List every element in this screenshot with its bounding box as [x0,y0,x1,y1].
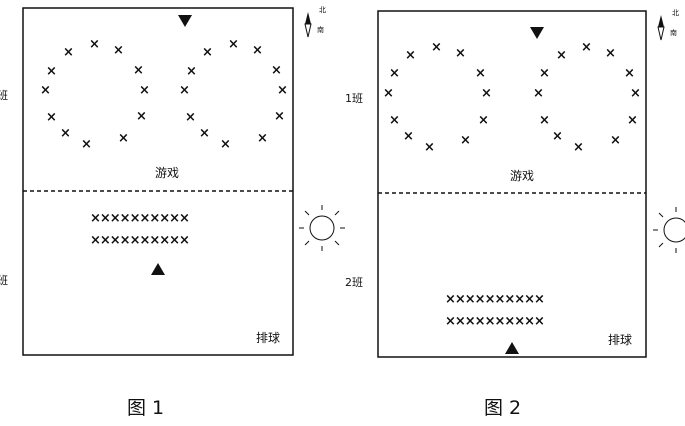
student-mark: × [605,46,616,61]
game-circle-left: × × × × × × × × × × × × [383,40,492,155]
student-row: ×××××××××× [445,314,544,329]
student-mark: × [63,45,74,60]
student-mark: × [431,40,442,55]
class-label-1: 1班 [0,89,8,102]
student-mark: × [133,63,144,78]
student-mark: × [228,37,239,52]
game-circle-right: × × × × × × × × × × × × [179,37,288,152]
student-mark: × [113,43,124,58]
student-mark: × [179,83,190,98]
sun-icon [653,207,685,253]
student-mark: × [60,126,71,141]
game-circle-left: × × × × × × × × × × × × [40,37,150,152]
zone-label-volleyball: 排球 [256,331,280,345]
field-boundary [377,10,647,358]
student-mark: × [186,64,197,79]
student-mark: × [573,140,584,155]
student-row: ×××××××××× [90,233,189,248]
student-mark: × [533,86,544,101]
student-mark: × [475,66,486,81]
class-label-2: 2班 [345,276,363,289]
student-mark: × [389,66,400,81]
student-mark: × [455,46,466,61]
student-mark: × [610,133,621,148]
student-row: ×××××××××× [90,211,189,226]
game-circle-right: × × × × × × × × × × × × [533,40,641,155]
student-mark: × [46,110,57,125]
student-mark: × [552,129,563,144]
class-label-2: 2班 [0,274,8,287]
student-mark: × [220,137,231,152]
sun-icon [299,205,345,251]
student-row: ×××××××××× [445,292,544,307]
compass-south: 南 [670,28,677,37]
compass-north: 北 [319,6,326,14]
student-mark: × [46,64,57,79]
student-mark: × [624,66,635,81]
student-mark: × [424,140,435,155]
field-boundary [22,7,294,356]
student-mark: × [202,45,213,60]
compass-icon: 北 南 [657,9,679,41]
figure-caption: 图 2 [484,397,521,419]
student-mark: × [403,129,414,144]
compass-icon: 北 南 [304,6,326,38]
student-mark: × [185,110,196,125]
student-mark: × [271,63,282,78]
figure-1: × × × × × × × × × × × × × × × × × × × × … [0,7,294,419]
figure-caption: 图 1 [127,397,164,419]
student-mark: × [81,137,92,152]
class-label-1: 1班 [345,92,363,105]
student-mark: × [139,83,150,98]
student-mark: × [630,86,641,101]
student-mark: × [383,86,394,101]
compass-north: 北 [672,9,679,17]
figure-2: × × × × × × × × × × × × × × × × × × × × … [345,10,647,419]
student-mark: × [539,66,550,81]
student-mark: × [581,40,592,55]
student-mark: × [389,113,400,128]
compass-south: 南 [317,25,324,34]
student-mark: × [252,43,263,58]
student-mark: × [274,109,285,124]
student-mark: × [257,131,268,146]
teacher-marker [178,15,192,27]
student-mark: × [89,37,100,52]
zone-label-volleyball: 排球 [608,333,632,347]
student-mark: × [478,113,489,128]
student-mark: × [627,113,638,128]
teacher-marker [530,27,544,39]
student-mark: × [460,133,471,148]
student-mark: × [539,113,550,128]
teacher-marker [505,342,519,354]
student-mark: × [556,48,567,63]
student-mark: × [40,83,51,98]
teacher-marker [151,263,165,275]
zone-label-game: 游戏 [510,169,534,183]
student-mark: × [136,109,147,124]
student-mark: × [405,48,416,63]
student-mark: × [118,131,129,146]
student-mark: × [481,86,492,101]
student-mark: × [199,126,210,141]
student-mark: × [277,83,288,98]
zone-label-game: 游戏 [155,166,179,180]
